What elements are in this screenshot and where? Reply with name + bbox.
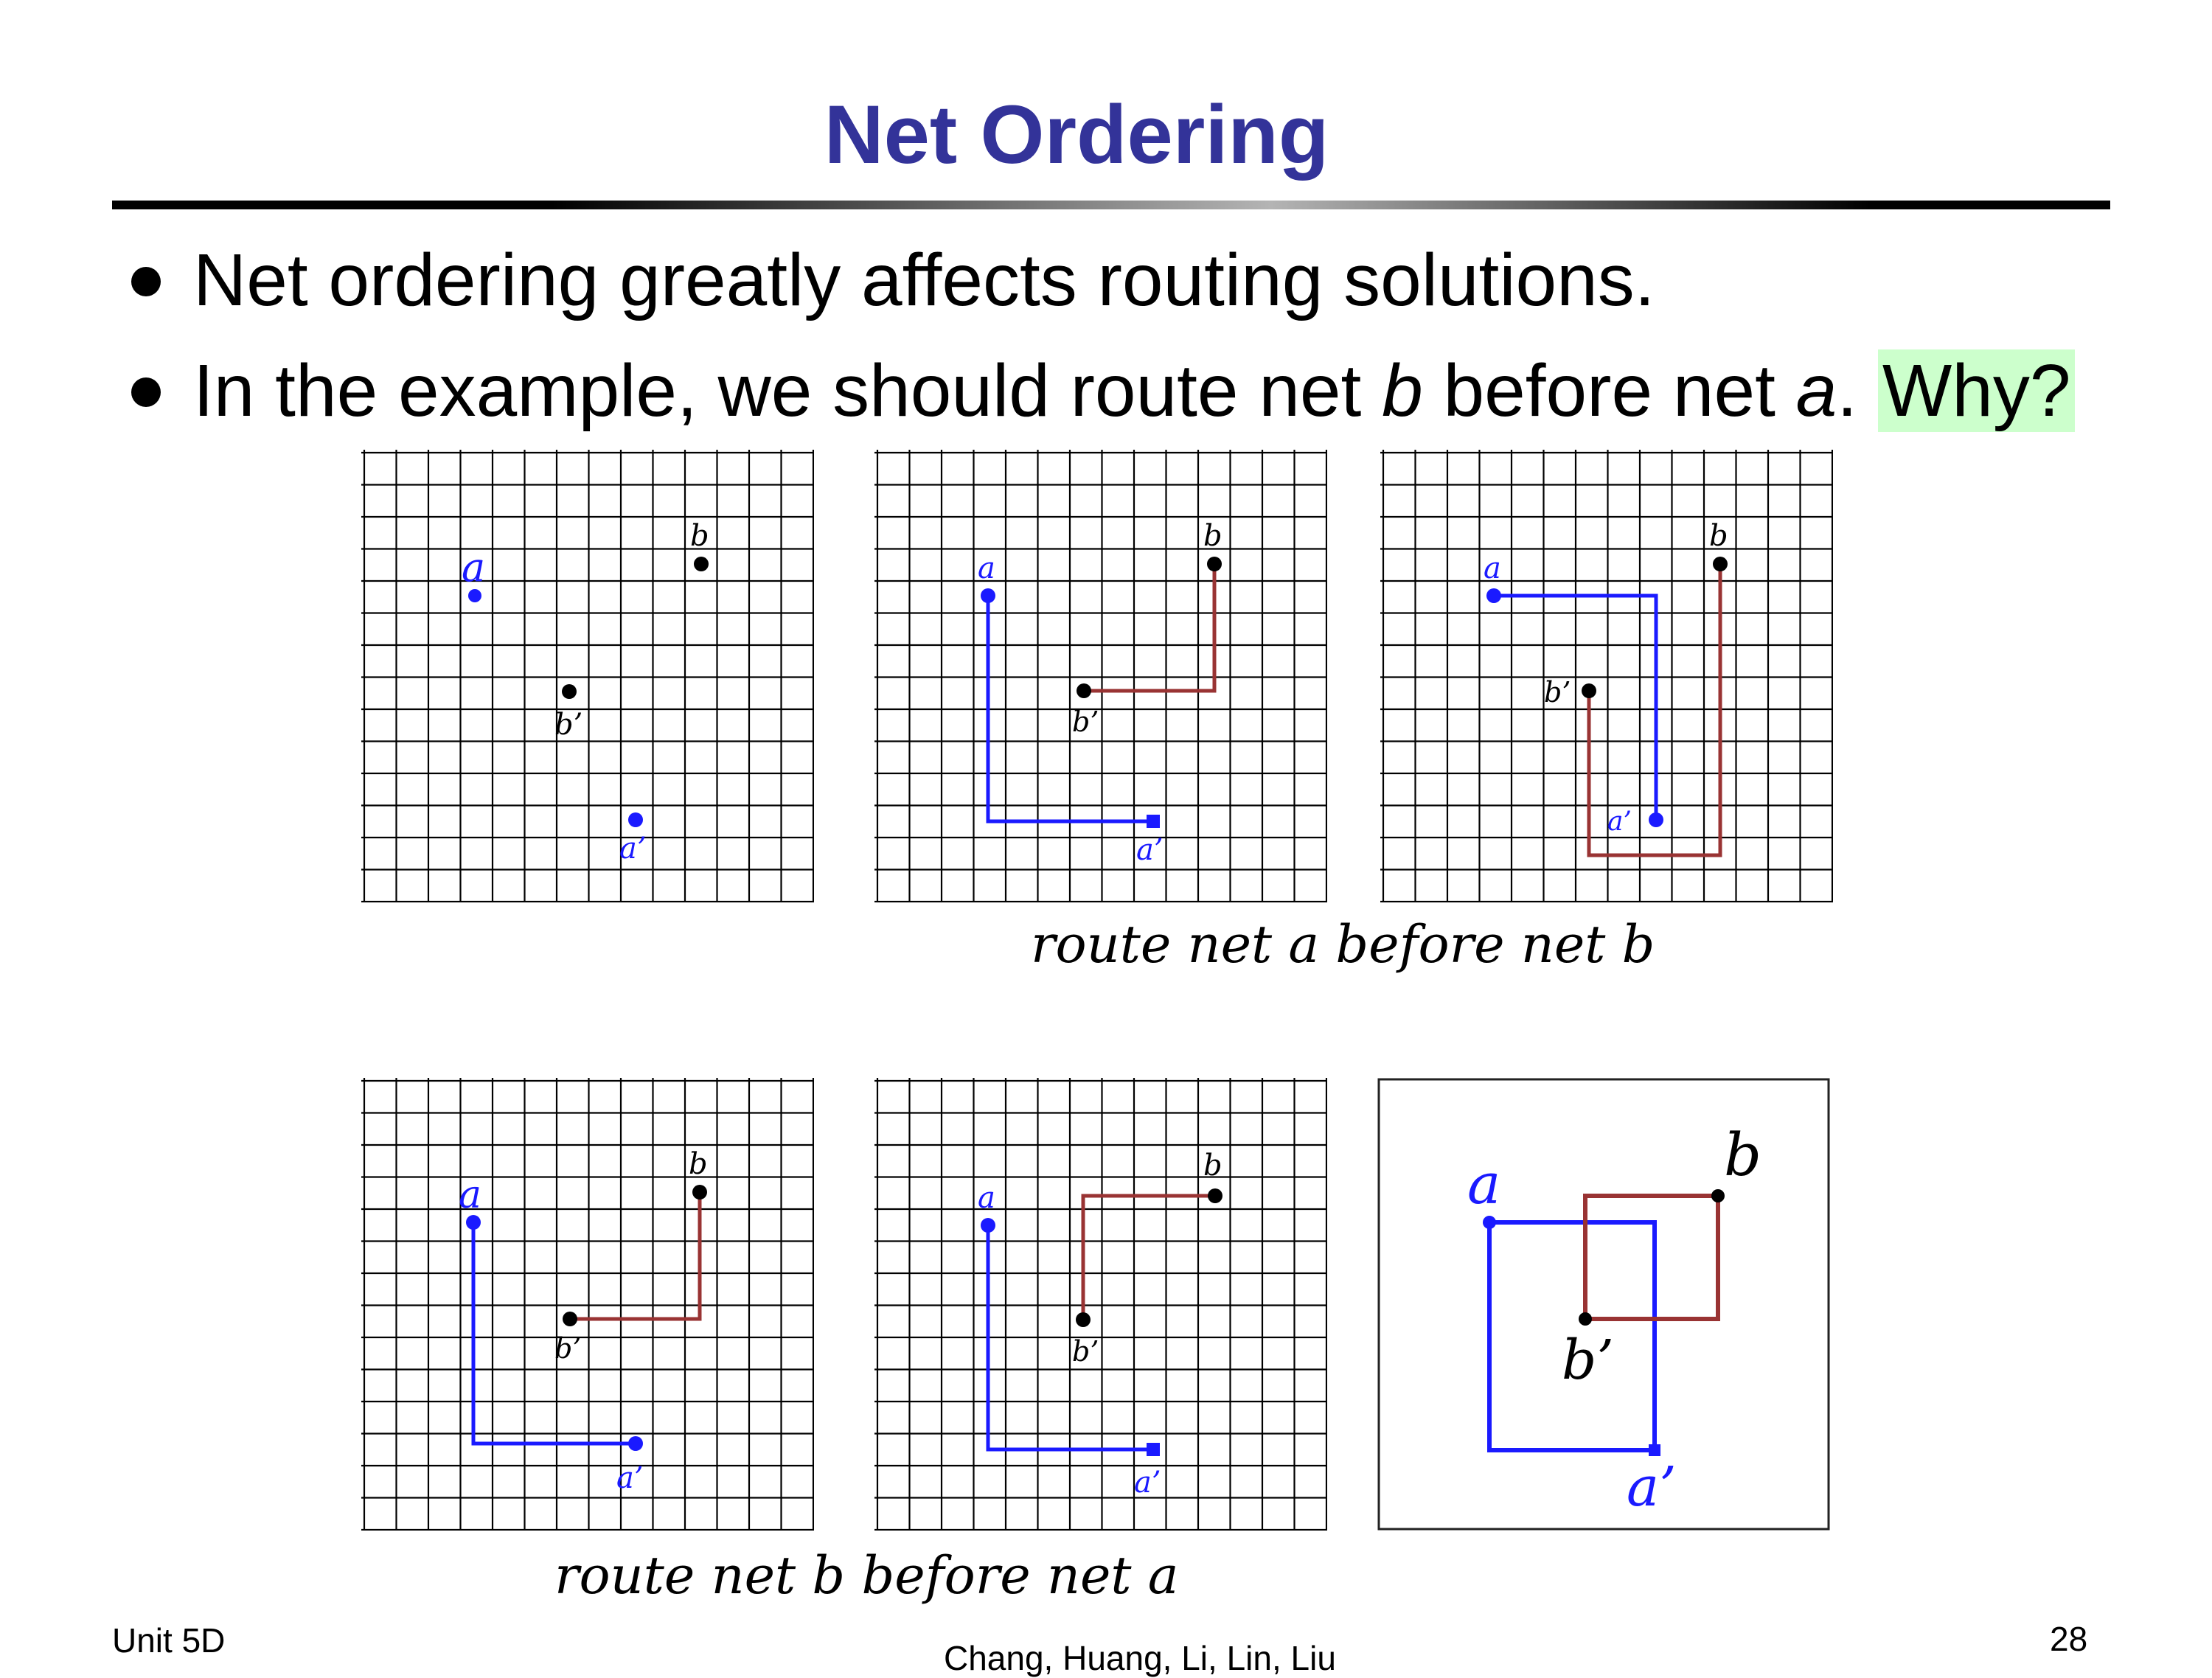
pin-a: [981, 588, 995, 603]
pin-b-prime: [562, 684, 577, 699]
caption-top: route net a before net b: [1031, 914, 1655, 975]
pin-b-prime: [563, 1312, 577, 1326]
pin-a-prime: [1649, 812, 1663, 827]
label-a-prime: a’: [1627, 1455, 1677, 1519]
routing-grid: [874, 450, 1327, 902]
title-rule: [112, 201, 2110, 209]
pin-b-prime: [1077, 683, 1091, 698]
pin-b-prime: [1582, 683, 1596, 698]
route-net-b: [1081, 1194, 1215, 1320]
grid-diagram-a-first-blocked: a b b’ a’: [1380, 450, 1833, 902]
schematic-panel: a b b’ a’: [1377, 1078, 1830, 1531]
label-a: a: [462, 544, 485, 591]
pin-a: [1486, 588, 1501, 603]
pin-b: [1711, 1189, 1725, 1202]
slide-title: Net Ordering: [824, 88, 1329, 181]
route-net-a: [1494, 593, 1658, 820]
net-a-name: a: [1795, 349, 1837, 432]
routing-grid: [361, 450, 814, 902]
label-a: a: [978, 551, 995, 585]
label-b: b: [1709, 519, 1728, 553]
label-a: a: [1484, 551, 1501, 585]
bullet-item: In the example, we should route net b be…: [131, 347, 2076, 457]
bullet-list: Net ordering greatly affects routing sol…: [131, 236, 2076, 457]
label-a-prime: a’: [1136, 833, 1164, 867]
pin-a: [1483, 1216, 1496, 1229]
bullet-text: In the example, we should route net: [193, 349, 1382, 432]
route-net-b: [1084, 564, 1217, 693]
footer-unit: Unit 5D: [112, 1621, 226, 1660]
route-net-a: [986, 596, 1153, 824]
bullet-text: Net ordering greatly affects routing sol…: [193, 239, 1655, 321]
label-b: b: [1203, 519, 1222, 553]
pin-b: [694, 557, 709, 571]
pin-b: [1207, 557, 1222, 571]
route-net-b: [570, 1192, 702, 1321]
label-b: b: [689, 1147, 708, 1181]
schematic-frame: [1377, 1078, 1830, 1531]
pin-b: [1713, 557, 1728, 571]
pin-a: [466, 1215, 481, 1230]
label-b-prime: b’: [1072, 1335, 1099, 1368]
footer-authors: Chang, Huang, Li, Lin, Liu: [944, 1639, 1336, 1677]
pin-a-prime: [1649, 1444, 1660, 1456]
label-b-prime: b’: [554, 708, 582, 742]
schematic-diagram: a b b’ a’: [1377, 1078, 1830, 1531]
pin-a-prime: [1147, 815, 1160, 828]
grid-panel-initial: a b b’ a’: [361, 450, 814, 902]
pin-b: [692, 1185, 707, 1200]
pin-b-prime: [1076, 1312, 1091, 1327]
pin-a-prime: [628, 1436, 643, 1451]
pin-a: [468, 589, 481, 602]
pin-a-prime: [1147, 1443, 1160, 1456]
why-highlight: Why?: [1877, 349, 2076, 432]
route-net-b: [1587, 564, 1722, 857]
net-b-name: b: [1382, 349, 1423, 432]
bullet-item: Net ordering greatly affects routing sol…: [131, 236, 2075, 347]
routing-grid: [361, 1078, 814, 1531]
routing-grid: [874, 1078, 1327, 1531]
grid-panel-b-first: a b b’ a’: [361, 1078, 814, 1531]
grid-panel-a-first: a b b’ a’: [874, 450, 1327, 902]
label-b-prime: b’: [1544, 676, 1571, 709]
label-a: a: [978, 1181, 995, 1215]
grid-diagram-b-first-alt: a b b’ a’: [874, 1078, 1327, 1531]
grid-panel-b-first-alt: a b b’ a’: [874, 1078, 1327, 1531]
bullet-text: .: [1837, 349, 1878, 432]
label-b: b: [1724, 1121, 1761, 1189]
label-b-prime: b’: [554, 1332, 581, 1365]
route-net-a: [471, 1222, 636, 1446]
pin-a-prime: [628, 812, 643, 827]
grid-panel-a-first-blocked: a b b’ a’: [1380, 450, 1833, 902]
routing-grid: [1380, 450, 1833, 902]
footer-page-number: 28: [2050, 1620, 2088, 1658]
label-a: a: [459, 1173, 481, 1217]
label-a-prime: a’: [1134, 1466, 1161, 1500]
route-net-a: [986, 1225, 1153, 1452]
pin-a: [981, 1218, 995, 1233]
pin-b-prime: [1579, 1312, 1592, 1326]
grid-diagram-b-first: a b b’ a’: [361, 1078, 814, 1531]
grid-diagram-initial: a b b’ a’: [361, 450, 814, 902]
pin-b: [1208, 1188, 1222, 1203]
label-b: b: [1203, 1149, 1222, 1183]
label-a-prime: a’: [1607, 807, 1632, 837]
label-b: b: [690, 519, 709, 553]
bullet-text: before net: [1422, 349, 1796, 432]
caption-bottom: route net b before net a: [554, 1545, 1179, 1606]
label-a-prime: a’: [616, 1461, 644, 1495]
label-a-prime: a’: [619, 832, 647, 866]
label-b-prime: b’: [1562, 1329, 1614, 1392]
grid-diagram-a-first: a b b’ a’: [874, 450, 1327, 902]
label-b-prime: b’: [1072, 706, 1099, 738]
label-a: a: [1467, 1151, 1500, 1216]
